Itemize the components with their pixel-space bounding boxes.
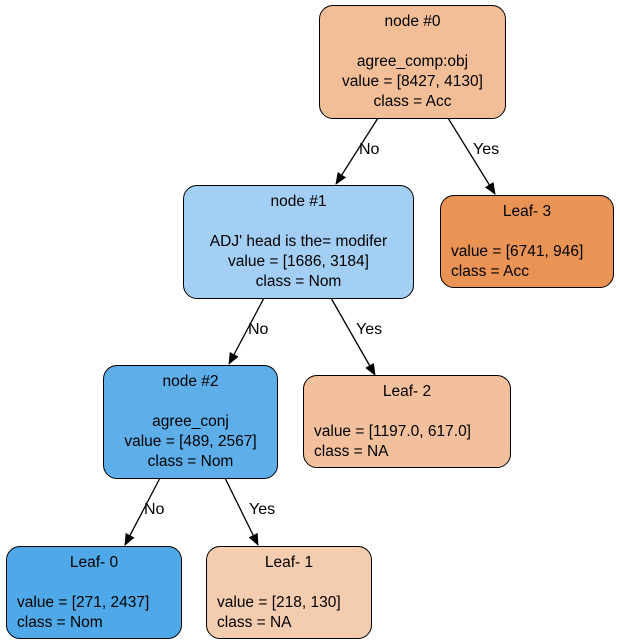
node-title: node #0: [384, 13, 441, 30]
tree-node-1: node #1 ADJ' head is the= modifer value …: [183, 185, 414, 299]
tree-node-2: node #2 agree_conj value = [489, 2567] c…: [103, 365, 278, 479]
edge-node0-node1: [335, 117, 379, 185]
edge-node1-leaf2: [330, 297, 376, 376]
leaf-title: Leaf- 0: [69, 554, 119, 571]
edge-node2-leaf0: [124, 477, 161, 546]
leaf-title: Leaf- 3: [502, 203, 552, 220]
node-class: class = Nom: [255, 273, 342, 290]
node-value: value = [8427, 4130]: [342, 73, 483, 90]
tree-leaf-2: Leaf- 2 value = [1197.0, 617.0] class = …: [303, 375, 511, 468]
node-feature: agree_comp:obj: [356, 53, 469, 70]
edge-label-no: No: [144, 501, 165, 518]
edge-label-yes: Yes: [356, 321, 383, 338]
edge-node1-node2: [228, 297, 265, 365]
edge-node2-leaf1: [224, 477, 259, 546]
node-title: node #1: [270, 193, 327, 210]
leaf-class: class = Nom: [17, 614, 103, 631]
edge-node0-leaf3: [447, 117, 496, 195]
leaf-value: value = [218, 130]: [217, 594, 341, 611]
leaf-value: value = [1197.0, 617.0]: [314, 423, 471, 440]
edge-label-no: No: [248, 321, 269, 338]
tree-leaf-1: Leaf- 1 value = [218, 130] class = NA: [206, 546, 372, 639]
node-feature: agree_conj: [152, 413, 229, 430]
leaf-value: value = [6741, 946]: [451, 243, 584, 260]
edge-label-no: No: [359, 141, 380, 158]
node-class: class = Nom: [147, 453, 234, 470]
tree-node-0: node #0 agree_comp:obj value = [8427, 41…: [319, 5, 506, 119]
leaf-title: Leaf- 1: [264, 554, 314, 571]
edge-label-yes: Yes: [473, 141, 500, 158]
node-value: value = [1686, 3184]: [228, 253, 369, 270]
node-class: class = Acc: [373, 93, 452, 110]
leaf-title: Leaf- 2: [382, 383, 432, 400]
leaf-class: class = Acc: [451, 263, 529, 280]
node-title: node #2: [162, 373, 219, 390]
node-feature: ADJ' head is the= modifer: [209, 233, 388, 250]
leaf-class: class = NA: [314, 443, 389, 460]
node-value: value = [489, 2567]: [124, 433, 257, 450]
tree-leaf-0: Leaf- 0 value = [271, 2437] class = Nom: [6, 546, 182, 639]
tree-leaf-3: Leaf- 3 value = [6741, 946] class = Acc: [440, 195, 614, 288]
edge-label-yes: Yes: [249, 501, 276, 518]
leaf-class: class = NA: [217, 614, 292, 631]
leaf-value: value = [271, 2437]: [17, 594, 150, 611]
